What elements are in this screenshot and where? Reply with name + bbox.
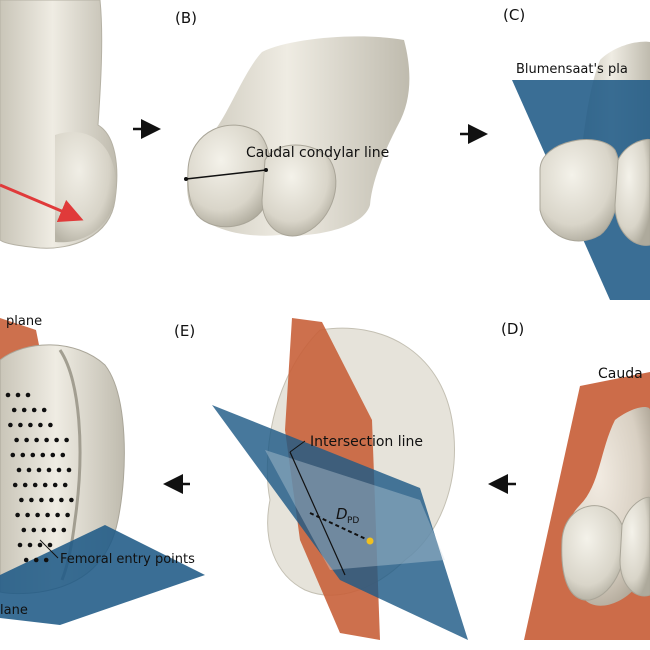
panel-f-top-label: plane xyxy=(6,314,42,329)
panel-e-point-marker xyxy=(366,537,374,545)
panel-f-entry-points xyxy=(5,392,74,563)
femoral-entry-point xyxy=(64,437,69,443)
femoral-entry-point xyxy=(41,527,47,533)
femoral-entry-point xyxy=(43,557,49,563)
femoral-entry-point xyxy=(24,437,29,443)
femoral-entry-point xyxy=(19,497,24,503)
femoral-entry-point xyxy=(12,482,18,488)
femoral-entry-point xyxy=(17,542,23,548)
femoral-entry-point xyxy=(5,392,11,398)
femoral-entry-point xyxy=(10,452,16,458)
femoral-entry-point xyxy=(56,467,62,473)
femoral-entry-point xyxy=(61,527,67,533)
femoral-entry-point xyxy=(38,422,43,428)
femoral-entry-point xyxy=(32,482,38,488)
femoral-entry-point xyxy=(49,497,54,503)
femoral-entry-point xyxy=(45,512,50,518)
femoral-entry-point xyxy=(62,482,68,488)
femoral-entry-point xyxy=(31,527,37,533)
panel-f-bottom-label: lane xyxy=(0,603,28,618)
femoral-entry-point xyxy=(28,422,33,428)
panel-b-caudal-condylar-line xyxy=(185,169,267,180)
panel-e-intersection-leader xyxy=(289,440,306,453)
femoral-entry-point xyxy=(69,497,74,503)
femoral-entry-point xyxy=(48,422,53,428)
panel-e-annotation: Intersection line xyxy=(310,434,423,450)
femoral-entry-point xyxy=(55,512,60,518)
femoral-entry-point xyxy=(59,497,64,503)
panel-b: (B) Caudal condylar line xyxy=(175,9,410,237)
panel-f-annotation: Femoral entry points xyxy=(60,552,195,567)
panel-b-line-endpoint xyxy=(184,177,188,181)
femoral-entry-point xyxy=(52,482,58,488)
femoral-entry-point xyxy=(42,482,48,488)
femoral-entry-point xyxy=(44,437,49,443)
panel-b-annotation: Caudal condylar line xyxy=(246,145,389,161)
femoral-entry-point xyxy=(51,527,57,533)
panel-e-blue-plane xyxy=(212,405,468,640)
panel-f-blue-plane xyxy=(0,525,205,625)
panel-c-condyle-left xyxy=(539,139,621,242)
panel-e-blue-plane-glass xyxy=(265,450,445,570)
femoral-entry-point xyxy=(33,557,39,563)
femoral-entry-point xyxy=(21,407,27,413)
femoral-entry-point xyxy=(47,542,53,548)
femoral-entry-point xyxy=(60,452,66,458)
panel-d: (D) Cauda xyxy=(501,320,650,640)
femoral-entry-point xyxy=(39,497,44,503)
femoral-entry-point xyxy=(15,512,20,518)
femoral-entry-point xyxy=(26,467,32,473)
femoral-entry-point xyxy=(54,437,59,443)
femoral-entry-point xyxy=(46,467,52,473)
panel-b-lateral-condyle xyxy=(261,144,337,237)
femoral-entry-point xyxy=(30,452,36,458)
femoral-entry-point xyxy=(40,452,46,458)
panel-b-medial-condyle xyxy=(187,124,272,228)
femoral-entry-point xyxy=(15,392,21,398)
femoral-entry-point xyxy=(23,557,29,563)
femoral-entry-point xyxy=(18,422,23,428)
panel-e-label: (E) xyxy=(174,322,195,340)
femoral-entry-point xyxy=(25,392,31,398)
panel-d-condyle-right xyxy=(619,496,650,597)
panel-e-intersection-line xyxy=(289,451,346,576)
panel-a-axis-arrow xyxy=(0,183,84,223)
panel-d-annotation: Cauda xyxy=(598,366,643,382)
femoral-entry-point xyxy=(21,527,27,533)
femoral-entry-point xyxy=(20,452,26,458)
femoral-entry-point xyxy=(36,467,42,473)
femoral-entry-point xyxy=(34,437,39,443)
panel-b-line-endpoint xyxy=(264,168,268,172)
panel-a xyxy=(0,0,118,249)
panel-d-label: (D) xyxy=(501,320,524,338)
femoral-entry-point xyxy=(50,452,56,458)
panel-b-label: (B) xyxy=(175,9,197,27)
femoral-entry-point xyxy=(37,542,43,548)
femoral-entry-point xyxy=(14,437,19,443)
panel-c: (C) Blumensaat's pla xyxy=(503,6,650,300)
panel-f: plane lane Femoral entry points xyxy=(0,314,205,625)
femoral-entry-point xyxy=(22,482,28,488)
femoral-entry-point xyxy=(27,542,33,548)
femoral-entry-point xyxy=(35,512,40,518)
femoral-entry-point xyxy=(41,407,47,413)
femoral-entry-point xyxy=(66,467,72,473)
femoral-entry-point xyxy=(65,512,70,518)
panel-e: (E) Intersection line D PD xyxy=(174,318,468,640)
panel-e-distance-subscript: PD xyxy=(347,516,359,526)
femoral-entry-point xyxy=(8,422,13,428)
femoral-entry-point xyxy=(29,497,34,503)
femoral-entry-point xyxy=(25,512,30,518)
panel-c-label: (C) xyxy=(503,6,525,24)
femoral-entry-point xyxy=(16,467,22,473)
femoral-entry-point xyxy=(31,407,37,413)
femoral-entry-point xyxy=(11,407,17,413)
panel-e-distance-line xyxy=(309,512,369,541)
panel-c-annotation: Blumensaat's pla xyxy=(516,62,628,77)
panel-e-distance-symbol: D xyxy=(336,505,348,523)
panel-f-entry-leader xyxy=(39,539,59,559)
